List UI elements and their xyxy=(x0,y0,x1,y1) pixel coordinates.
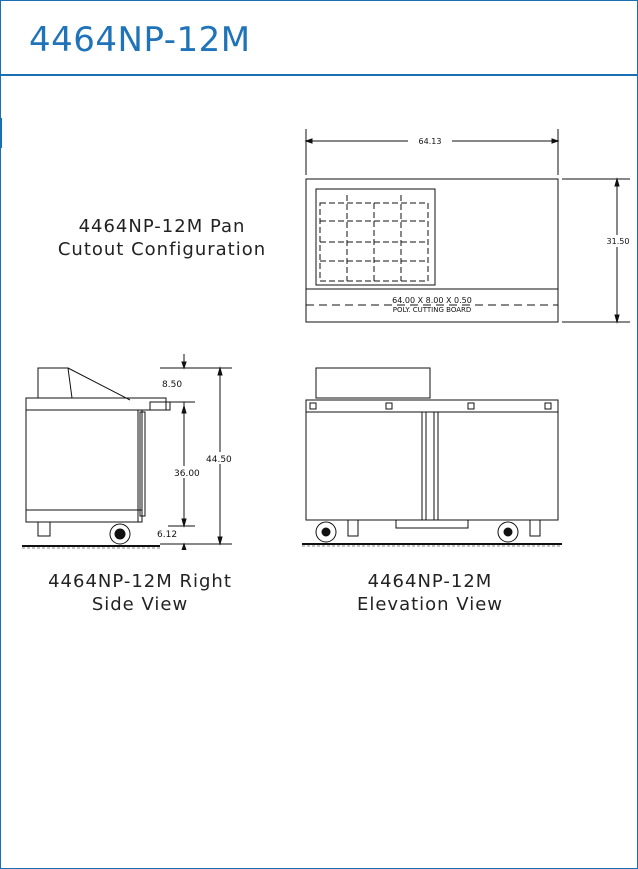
pan-caption-line2: Cutout Configuration xyxy=(57,239,267,260)
board-size-label: 64.00 X 8.00 X 0.50 xyxy=(392,296,472,305)
side-caption-line2: Side View xyxy=(91,594,189,615)
pan-caption: 4464NP-12M Pan Cutout Configuration xyxy=(44,215,280,261)
side-caption-line1: 4464NP-12M Right xyxy=(48,571,232,592)
elevation-caption-line1: 4464NP-12M xyxy=(367,571,493,592)
board-material-label: POLY. CUTTING BOARD xyxy=(393,306,472,314)
pan-caption-line1: 4464NP-12M Pan xyxy=(78,216,246,237)
side-view-drawing: 8.50 44.50 36.00 6.12 xyxy=(22,354,232,550)
elevation-view-drawing xyxy=(302,367,562,547)
side-caption: 4464NP-12M Right Side View xyxy=(20,570,260,616)
elevation-caption: 4464NP-12M Elevation View xyxy=(310,570,550,616)
side-work-dim: 36.00 xyxy=(174,469,200,479)
page-title: 4464NP-12M xyxy=(29,20,251,60)
side-caster-dim: 6.12 xyxy=(157,530,177,540)
side-height-dim: 44.50 xyxy=(206,455,232,465)
edge-marker xyxy=(0,118,2,148)
side-top-dim: 8.50 xyxy=(162,380,182,390)
header-divider xyxy=(0,74,638,76)
pan-depth-label: 31.50 xyxy=(607,237,630,246)
pan-width-label: 64.13 xyxy=(419,137,442,146)
pan-cutout-drawing: 64.13 31.50 64.00 X 8.00 X 0.50 POLY. CU… xyxy=(304,129,630,324)
elevation-caption-line2: Elevation View xyxy=(356,594,504,615)
